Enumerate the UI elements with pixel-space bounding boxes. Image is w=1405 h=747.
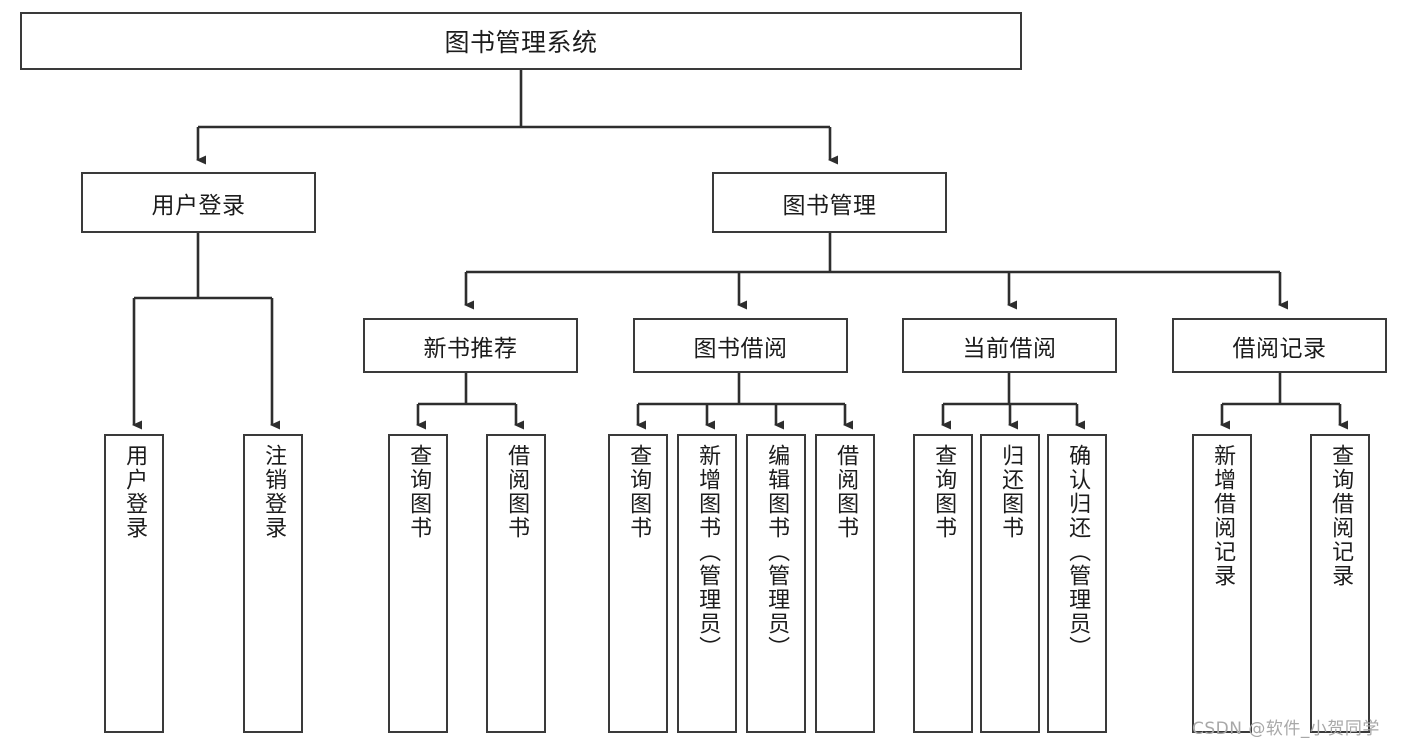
node-label: 编辑图书（管理员）: [764, 444, 790, 660]
node-label: 图书管理系统: [444, 28, 598, 57]
leaf-logout[interactable]: 注销登录: [243, 434, 303, 733]
node-label: 注销登录: [261, 444, 287, 540]
leaf-borrow-book-1[interactable]: 借阅图书: [486, 434, 546, 733]
leaf-confirm-return[interactable]: 确认归还（管理员）: [1047, 434, 1107, 733]
leaf-user-login[interactable]: 用户登录: [104, 434, 164, 733]
node-label: 当前借阅: [962, 335, 1057, 362]
node-label: 查询图书: [626, 444, 652, 540]
node-current-borrow[interactable]: 当前借阅: [902, 318, 1117, 373]
leaf-query-book-1[interactable]: 查询图书: [388, 434, 448, 733]
node-label: 用户登录: [151, 192, 246, 219]
leaf-query-record[interactable]: 查询借阅记录: [1310, 434, 1370, 733]
node-book-management[interactable]: 图书管理: [712, 172, 947, 233]
leaf-return-book[interactable]: 归还图书: [980, 434, 1040, 733]
node-new-book-recommend[interactable]: 新书推荐: [363, 318, 578, 373]
node-label: 确认归还（管理员）: [1065, 444, 1091, 660]
node-borrow-record[interactable]: 借阅记录: [1172, 318, 1387, 373]
node-label: 图书管理: [782, 192, 877, 219]
leaf-borrow-book-2[interactable]: 借阅图书: [815, 434, 875, 733]
node-label: 借阅图书: [833, 444, 859, 540]
leaf-query-book-2[interactable]: 查询图书: [608, 434, 668, 733]
leaf-add-record[interactable]: 新增借阅记录: [1192, 434, 1252, 733]
node-book-borrow[interactable]: 图书借阅: [633, 318, 848, 373]
node-label: 新书推荐: [423, 335, 518, 362]
node-label: 用户登录: [122, 444, 148, 540]
node-label: 查询图书: [406, 444, 432, 540]
node-root-system[interactable]: 图书管理系统: [20, 12, 1022, 70]
node-user-login[interactable]: 用户登录: [81, 172, 316, 233]
node-label: 新增图书（管理员）: [695, 444, 721, 660]
leaf-edit-book[interactable]: 编辑图书（管理员）: [746, 434, 806, 733]
node-label: 查询借阅记录: [1328, 444, 1354, 588]
leaf-add-book[interactable]: 新增图书（管理员）: [677, 434, 737, 733]
leaf-query-book-3[interactable]: 查询图书: [913, 434, 973, 733]
node-label: 查询图书: [931, 444, 957, 540]
node-label: 归还图书: [998, 444, 1024, 540]
node-label: 借阅记录: [1232, 335, 1327, 362]
node-label: 借阅图书: [504, 444, 530, 540]
csdn-watermark: CSDN @软件_小贺同学: [1192, 719, 1380, 739]
node-label: 新增借阅记录: [1210, 444, 1236, 588]
node-label: 图书借阅: [693, 335, 788, 362]
